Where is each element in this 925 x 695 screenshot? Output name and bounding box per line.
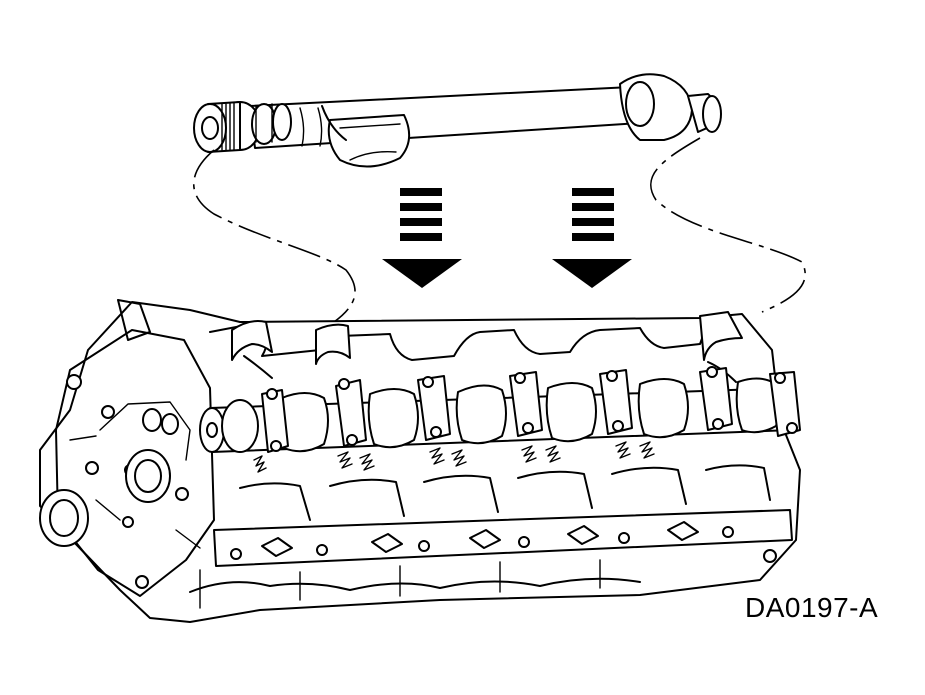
- camshaft-lobe-front: [321, 105, 411, 168]
- cylinder-head-front-face: [39, 299, 215, 597]
- camshaft-lobe-rear: [619, 73, 722, 141]
- alignment-guide-lines: [192, 137, 806, 323]
- camshaft-drive-end: [193, 101, 292, 153]
- valve-pockets: [239, 464, 771, 521]
- camshaft: [193, 73, 722, 168]
- installation-arrow-right: [552, 188, 632, 288]
- cylinder-head: [39, 299, 801, 623]
- bearing-caps: [261, 366, 801, 453]
- figure-code-label: DA0197-A: [745, 592, 879, 623]
- head-gasket-face: [213, 509, 793, 567]
- installation-arrow-left: [382, 188, 462, 288]
- valve-springs: [253, 441, 655, 473]
